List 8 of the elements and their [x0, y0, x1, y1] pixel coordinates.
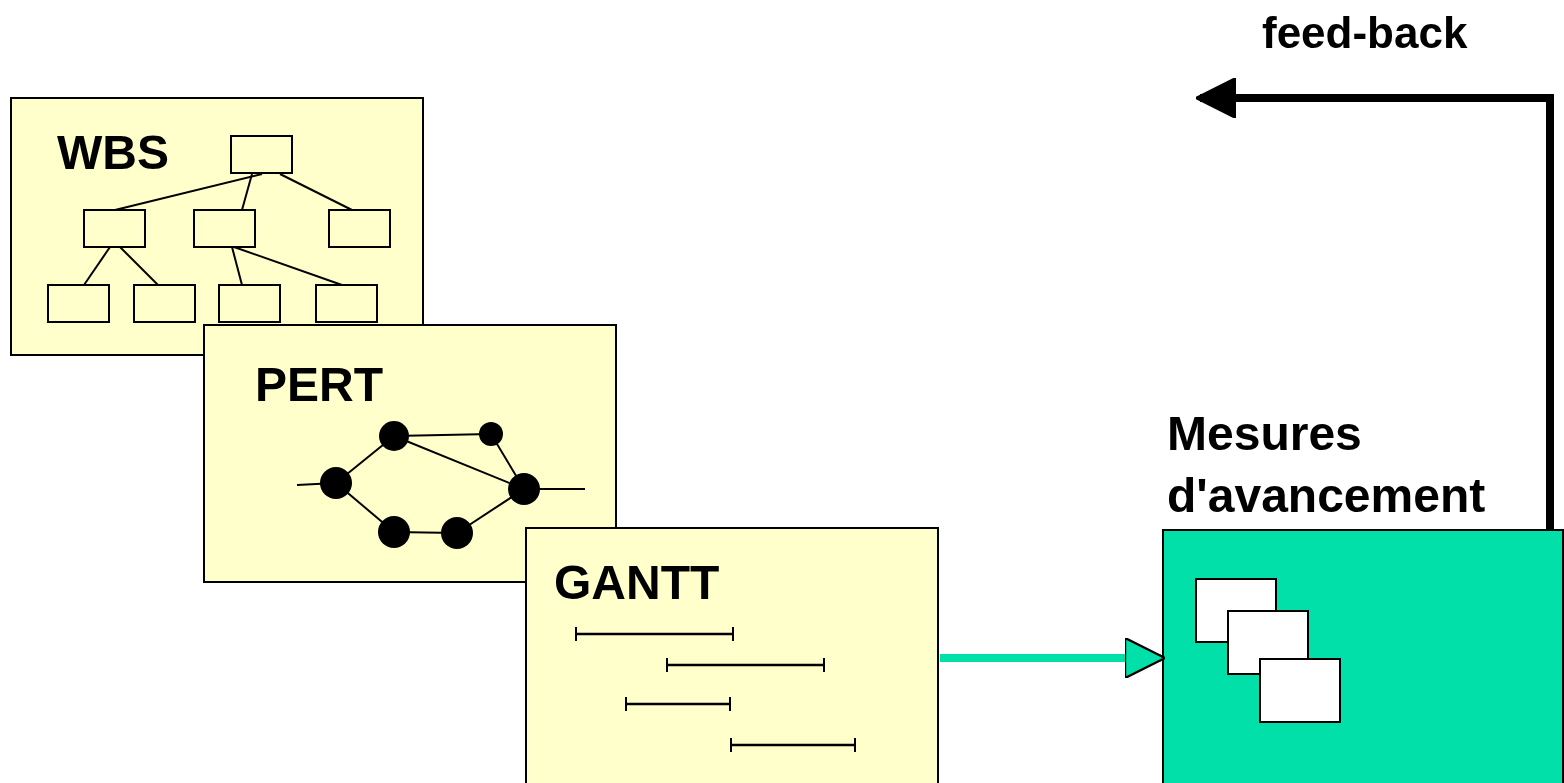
heading: Mesures d'avancement — [1167, 406, 1487, 524]
heading: PERT — [255, 357, 383, 413]
arrow — [1194, 76, 1554, 529]
gantt-card — [525, 527, 939, 783]
wbs-card — [10, 97, 424, 356]
heading: GANTT — [554, 555, 720, 611]
heading: WBS — [57, 125, 169, 181]
arrow — [940, 636, 1167, 680]
